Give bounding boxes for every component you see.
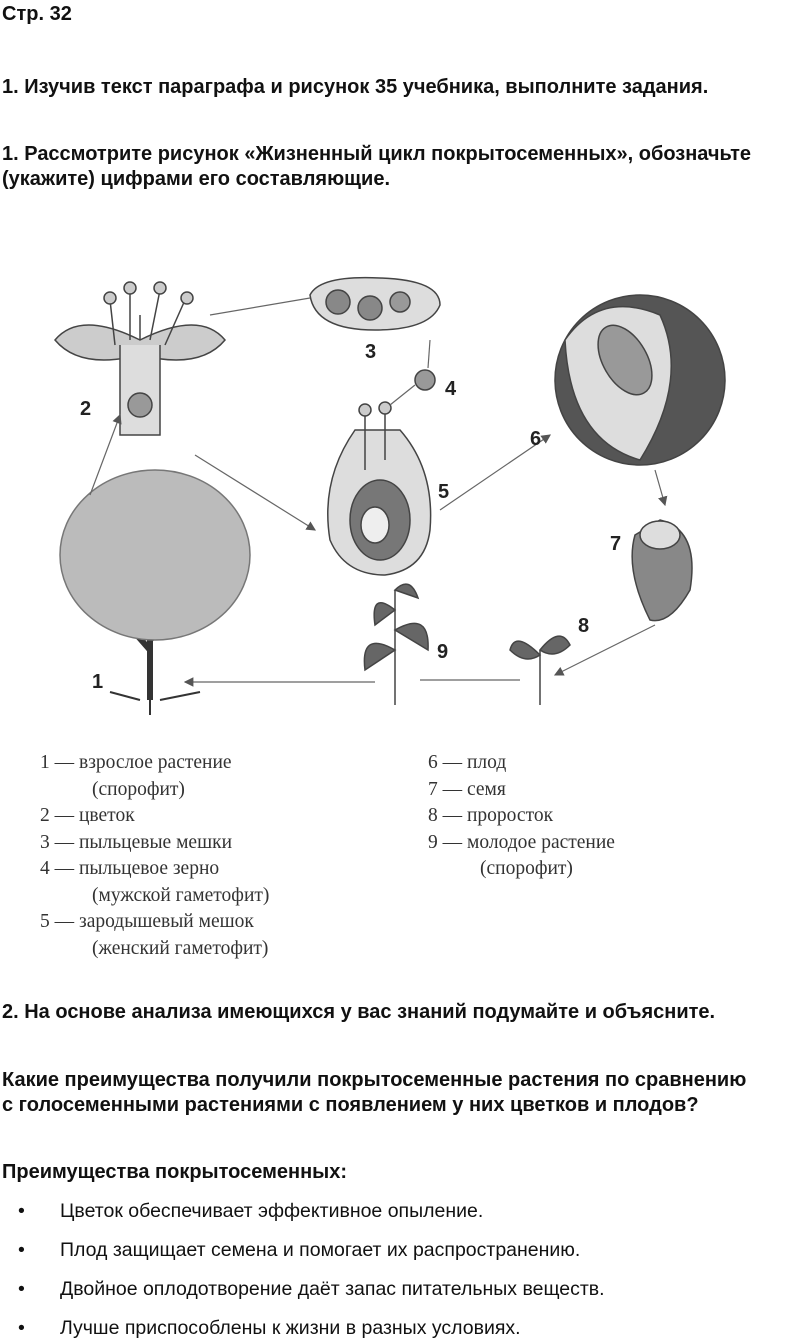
label-1: 1 [92,671,103,693]
label-5: 5 [438,481,449,503]
list-item: •Двойное оплодотворение даёт запас питат… [18,1278,605,1300]
task2-question: Какие преимущества получили покрытосемен… [2,1069,747,1116]
legend-right: 6 — плод 7 — семя 8 — проросток 9 — моло… [428,750,615,883]
label-6: 6 [530,428,541,450]
label-3: 3 [365,341,376,363]
label-7: 7 [610,533,621,555]
legend-item: 3 — пыльцевые мешки [40,831,233,853]
adult-tree-illustration [59,469,251,715]
list-item: •Лучше приспособлены к жизни в разных ус… [18,1317,521,1339]
embryo-sac-illustration [327,401,432,576]
legend-item: 9 — молодое растение [428,831,615,853]
answer-heading: Преимущества покрытосеменных: [2,1161,348,1183]
legend-item-extra: (спорофит) [480,858,573,879]
pollen-grain-illustration [414,369,436,391]
label-4: 4 [445,378,457,400]
task1-subtitle: 1. Рассмотрите рисунок «Жизненный цикл п… [2,143,751,190]
legend-left: 1 — взрослое растение (спорофит) 2 — цве… [40,750,269,962]
legend-item: 5 — зародышевый мешок [40,911,254,932]
label-9: 9 [437,641,448,663]
task2-title: 2. На основе анализа имеющихся у вас зна… [2,1001,716,1023]
list-item: •Цветок обеспечивает эффективное опылени… [18,1200,484,1222]
seed-illustration [631,519,693,622]
answer-list: •Цветок обеспечивает эффективное опылени… [0,1195,605,1342]
list-item: •Плод защищает семена и помогает их расп… [18,1239,581,1261]
young-plant-illustration [363,583,429,705]
legend-item: 8 — проросток [428,805,554,826]
label-8: 8 [578,615,589,637]
legend-item: 4 — пыльцевое зерно [40,858,220,879]
task1-title: 1. Изучив текст параграфа и рисунок 35 у… [2,76,709,98]
label-2: 2 [80,398,91,420]
fruit-illustration [554,294,726,466]
legend-item-extra: (спорофит) [92,778,185,800]
legend-item: 6 — плод [428,752,507,773]
legend-item: 1 — взрослое растение [40,752,232,773]
page-label: Стр. 32 [2,3,72,25]
legend-item: 2 — цветок [40,805,135,826]
pollen-sac-illustration [309,276,441,331]
legend-item-extra: (мужской гаметофит) [92,884,270,906]
seedling-illustration [509,635,571,705]
cycle-arrows [89,297,668,687]
flower-illustration [54,281,226,436]
legend-item-extra: (женский гаметофит) [92,937,269,959]
life-cycle-diagram: 1 2 3 4 5 6 7 8 9 [54,276,726,715]
legend-item: 7 — семя [428,778,506,800]
